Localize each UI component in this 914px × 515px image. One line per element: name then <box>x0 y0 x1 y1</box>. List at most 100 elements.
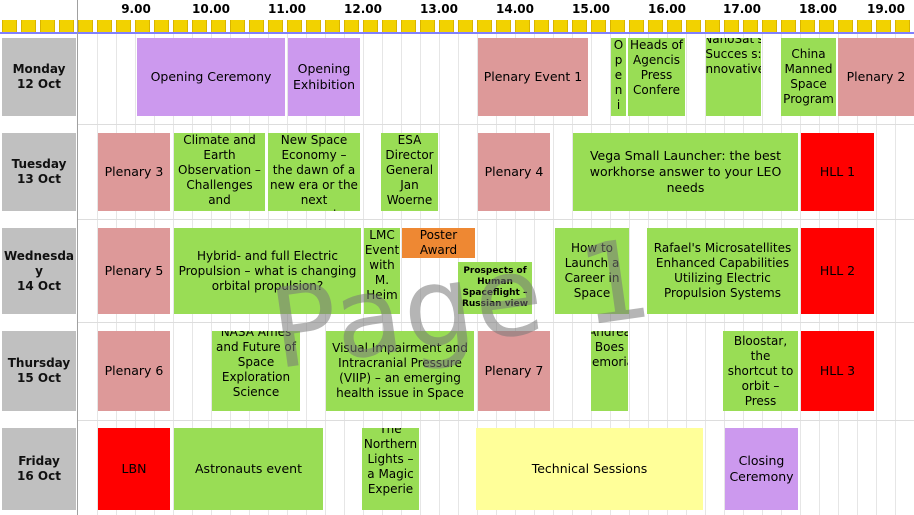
time-slot-cell <box>382 20 397 32</box>
time-slot-cell <box>857 20 872 32</box>
hour-label: 17.00 <box>723 2 761 16</box>
event-plenary-2[interactable]: Plenary 2 <box>838 38 914 116</box>
event-title: Prospects of Human Spaceflight – Russian… <box>461 266 529 309</box>
event-title: Closing Ceremony <box>729 453 794 484</box>
hour-label: 15.00 <box>572 2 610 16</box>
event-title: Opening Exhibition <box>292 61 356 92</box>
event-title: Climate and Earth Observation – Challeng… <box>178 133 261 207</box>
time-slot-cell <box>249 20 264 32</box>
event-title: China Manned Space Program <box>783 47 834 106</box>
event-climate-earth-observation[interactable]: Climate and Earth Observation – Challeng… <box>174 133 265 211</box>
time-slot-cell <box>116 20 131 32</box>
time-slot-cell <box>230 20 245 32</box>
event-title: Plenary 6 <box>104 363 164 378</box>
time-slot-cell <box>819 20 834 32</box>
event-poster-award[interactable]: Poster Award <box>402 228 475 258</box>
event-bloostar[interactable]: Bloostar, the shortcut to orbit – Press <box>723 331 798 411</box>
time-slot-cell <box>78 20 93 32</box>
event-plenary-5[interactable]: Plenary 5 <box>98 228 170 314</box>
time-slot-cell <box>686 20 701 32</box>
event-prospects-human-spaceflight[interactable]: Prospects of Human Spaceflight – Russian… <box>458 262 532 314</box>
day-label-monday: Monday 12 Oct <box>2 38 76 116</box>
day-label-wednesday: Wednesda y 14 Oct <box>2 228 76 314</box>
event-nasa-ames[interactable]: NASA Ames and Future of Space Exploratio… <box>212 331 300 411</box>
event-opening-exhibition[interactable]: Opening Exhibition <box>288 38 360 116</box>
event-title: Plenary 3 <box>104 164 164 179</box>
event-title: HLL 1 <box>819 164 856 179</box>
time-slot-cell <box>40 20 55 32</box>
event-viip[interactable]: Visual Impairment and Intracranial Press… <box>326 331 474 411</box>
event-china-manned-space[interactable]: China Manned Space Program <box>781 38 836 116</box>
event-nanosats[interactable]: NanoSat's Succes s: Innovative <box>706 38 761 116</box>
hour-label: 12.00 <box>344 2 382 16</box>
event-lmc-event[interactable]: LMC Event with M. Heim <box>364 228 400 314</box>
time-slot-cell <box>724 20 739 32</box>
event-heads-of-agencies[interactable]: Heads of Agencis Press Confere <box>628 38 685 116</box>
day-label-friday: Friday 16 Oct <box>2 428 76 510</box>
time-slot-cell <box>572 20 587 32</box>
grid-vertical-line <box>800 34 801 515</box>
event-lbn[interactable]: LBN <box>98 428 170 510</box>
time-slot-cell <box>173 20 188 32</box>
event-astronauts[interactable]: Astronauts event <box>174 428 323 510</box>
event-title: Plenary 4 <box>484 164 544 179</box>
event-title: Opening Ceremony <box>150 69 272 84</box>
event-closing-ceremony[interactable]: Closing Ceremony <box>725 428 798 510</box>
event-title: Plenary Event 1 <box>483 69 583 84</box>
time-slot-cell <box>553 20 568 32</box>
hour-label: 18.00 <box>799 2 837 16</box>
event-openin[interactable]: Openin <box>611 38 626 116</box>
time-slot-cell <box>591 20 606 32</box>
grid-horizontal-line <box>78 420 914 421</box>
time-slot-cell <box>895 20 910 32</box>
time-slot-cell <box>629 20 644 32</box>
event-title: Technical Sessions <box>531 461 648 476</box>
event-esa-director[interactable]: ESA Director General Jan Woerne <box>381 133 438 211</box>
event-title: NASA Ames and Future of Space Exploratio… <box>216 331 296 399</box>
day-column-divider <box>77 0 78 515</box>
time-slot-cell <box>800 20 815 32</box>
event-opening-ceremony[interactable]: Opening Ceremony <box>137 38 285 116</box>
event-title: HLL 2 <box>819 263 856 278</box>
event-hll-1[interactable]: HLL 1 <box>801 133 874 211</box>
time-slot-cell <box>743 20 758 32</box>
grid-vertical-line <box>420 34 421 515</box>
event-plenary-4[interactable]: Plenary 4 <box>478 133 550 211</box>
event-vega-small-launcher[interactable]: Vega Small Launcher: the best workhorse … <box>573 133 798 211</box>
event-title: LMC Event with M. Heim <box>364 228 400 302</box>
grid-horizontal-line <box>78 124 914 125</box>
event-plenary-7[interactable]: Plenary 7 <box>478 331 550 411</box>
time-slot-cell <box>838 20 853 32</box>
time-slot-cell <box>268 20 283 32</box>
time-slot-cell <box>325 20 340 32</box>
time-slot-cell <box>363 20 378 32</box>
time-slot-cell <box>781 20 796 32</box>
grid-vertical-line <box>97 34 98 515</box>
time-slot-cell <box>21 20 36 32</box>
event-rafael-microsatellites[interactable]: Rafael's Microsatellites Enhanced Capabi… <box>647 228 798 314</box>
event-title: The Northern Lights – a Magic Experie <box>363 428 418 496</box>
event-title: LBN <box>121 461 147 476</box>
event-andrea-boes-memorial[interactable]: Andrea Boes Memorial <box>591 331 628 411</box>
event-hll-3[interactable]: HLL 3 <box>801 331 874 411</box>
event-plenary-event-1[interactable]: Plenary Event 1 <box>478 38 588 116</box>
event-new-space-economy[interactable]: New Space Economy – the dawn of a new er… <box>268 133 360 211</box>
time-slot-cell <box>458 20 473 32</box>
event-title: Heads of Agencis Press Confere <box>630 38 684 97</box>
event-title: How to Launch a Career in Space <box>564 241 620 300</box>
event-hybrid-electric-propulsion[interactable]: Hybrid- and full Electric Propulsion – w… <box>174 228 361 314</box>
event-title: Rafael's Microsatellites Enhanced Capabi… <box>653 241 792 300</box>
time-slot-cell <box>154 20 169 32</box>
day-label-tuesday: Tuesday 13 Oct <box>2 133 76 211</box>
grid-vertical-line <box>876 34 877 515</box>
event-northern-lights[interactable]: The Northern Lights – a Magic Experie <box>362 428 419 510</box>
event-technical-sessions[interactable]: Technical Sessions <box>476 428 703 510</box>
event-plenary-3[interactable]: Plenary 3 <box>98 133 170 211</box>
event-hll-2[interactable]: HLL 2 <box>801 228 874 314</box>
time-slot-cell <box>876 20 891 32</box>
grid-vertical-line <box>553 34 554 515</box>
event-plenary-6[interactable]: Plenary 6 <box>98 331 170 411</box>
event-launch-a-career[interactable]: How to Launch a Career in Space <box>555 228 629 314</box>
hour-label: 9.00 <box>121 2 151 16</box>
